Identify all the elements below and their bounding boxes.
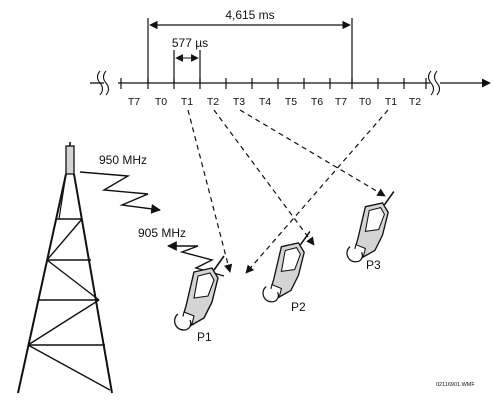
phone-p3-label: P3 xyxy=(366,258,381,272)
frame-dimension: 4,615 ms xyxy=(147,8,353,83)
slot-label: T4 xyxy=(259,96,271,108)
arrow-t1-to-p1-next xyxy=(245,109,389,274)
arrow-t3-to-p3 xyxy=(239,109,386,197)
uplink-frequency-label: 905 MHz xyxy=(138,226,186,240)
axis-break-right xyxy=(427,70,441,96)
slot-label: T7 xyxy=(335,96,347,108)
uplink-signal: 905 MHz xyxy=(138,226,225,277)
slot-label: T6 xyxy=(311,96,323,108)
timeline: T7 T0 T1 T2 T3 T4 T5 T6 T7 T0 T1 T2 xyxy=(90,70,491,108)
arrow-t2-to-p2 xyxy=(213,109,315,246)
axis-break-left xyxy=(96,70,110,96)
slot-dimension: 577 µs xyxy=(172,36,208,83)
slot-label: T3 xyxy=(233,96,245,108)
slot-label: T0 xyxy=(155,96,167,108)
slot-label: T0 xyxy=(359,96,371,108)
slot-label: T5 xyxy=(285,96,297,108)
phone-p3: P3 xyxy=(346,190,395,272)
slot-label: T1 xyxy=(385,96,397,108)
figure-code: 02116901.WMF xyxy=(436,382,475,388)
phone-p2-label: P2 xyxy=(291,300,306,314)
slot-labels: T7 T0 T1 T2 T3 T4 T5 T6 T7 T0 T1 T2 xyxy=(128,96,421,108)
phone-p1-label: P1 xyxy=(197,330,212,344)
slot-label: T1 xyxy=(181,96,193,108)
frame-duration-label: 4,615 ms xyxy=(225,8,274,22)
arrow-t1-to-p1 xyxy=(187,109,233,273)
slot-ticks xyxy=(120,78,427,89)
slot-duration-label: 577 µs xyxy=(172,36,208,50)
phone-p2: P2 xyxy=(262,230,311,314)
phone-p1: P1 xyxy=(173,255,225,344)
slot-label: T7 xyxy=(128,96,140,108)
downlink-frequency-label: 950 MHz xyxy=(99,153,147,167)
base-station-tower xyxy=(17,142,113,394)
slot-label: T2 xyxy=(207,96,219,108)
slot-label: T2 xyxy=(409,96,421,108)
downlink-signal: 950 MHz xyxy=(79,153,161,214)
slot-assignment-arrows xyxy=(187,109,389,274)
